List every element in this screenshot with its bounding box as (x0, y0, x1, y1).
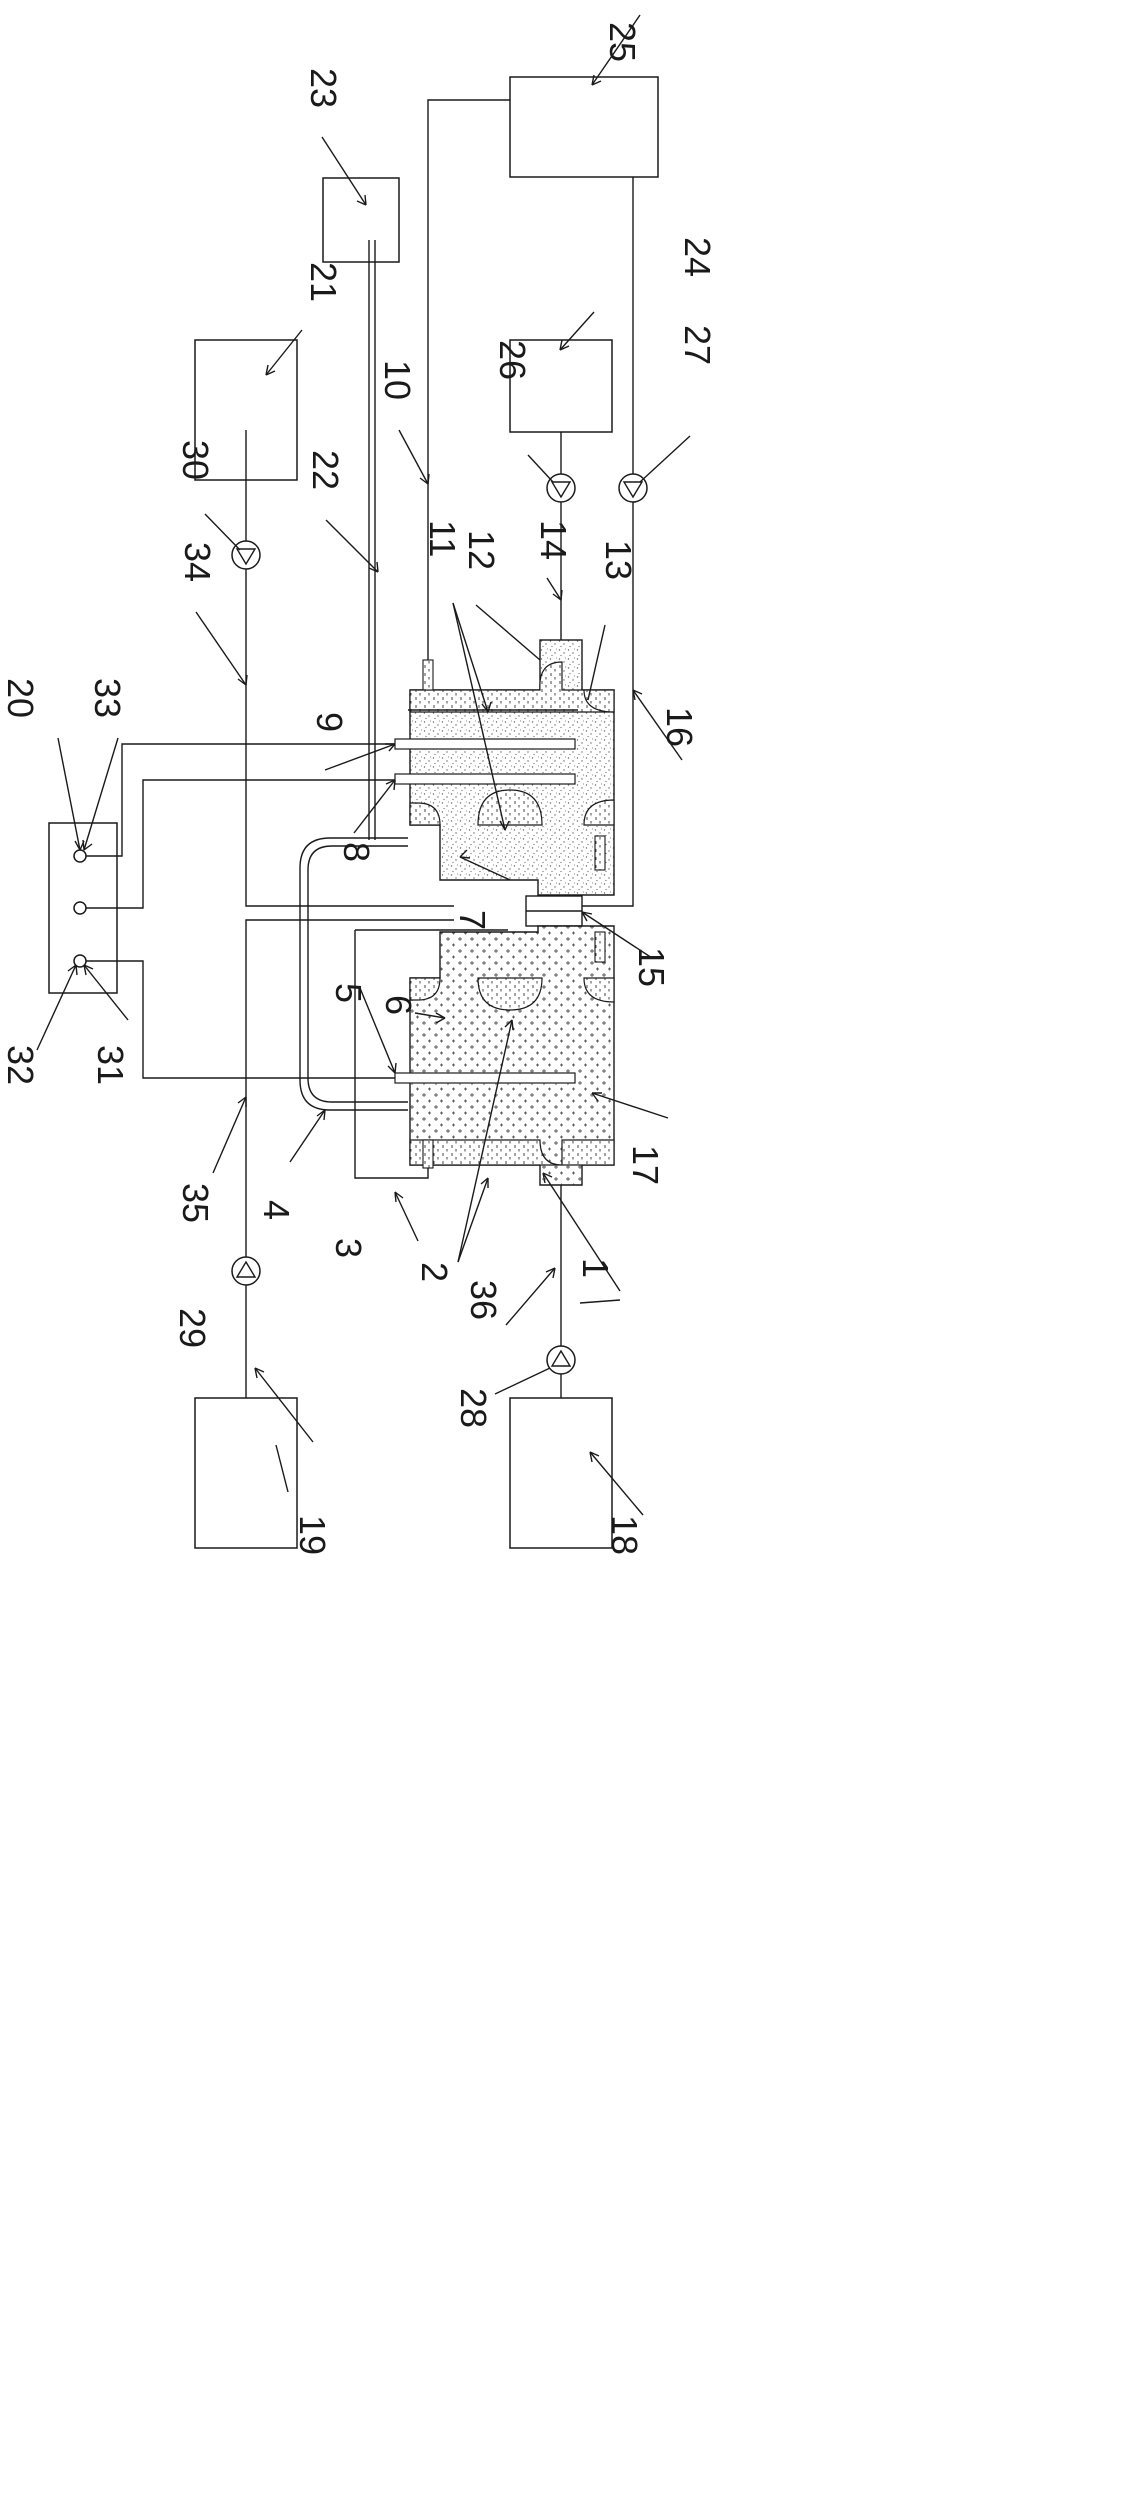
label-36: 36 (463, 1280, 504, 1320)
label-9: 9 (309, 712, 350, 732)
label-1: 1 (575, 1258, 616, 1278)
label-17: 17 (625, 1145, 666, 1185)
signal-31 (86, 960, 400, 1079)
pipe-10 (427, 99, 510, 690)
electrode-8 (394, 773, 576, 785)
pump-27-icon (618, 473, 648, 503)
baffle-11b (477, 789, 543, 826)
label-13: 13 (598, 540, 639, 580)
pipe-16 (582, 177, 634, 907)
label-25: 25 (602, 22, 643, 62)
label-32: 32 (0, 1045, 41, 1085)
tank-18 (509, 1397, 613, 1549)
label-34: 34 (177, 542, 218, 582)
nozzle-lower (594, 931, 606, 963)
electrode-5 (394, 1072, 576, 1084)
signal-32 (86, 779, 400, 909)
lower-wall-bottom (409, 1139, 615, 1166)
nozzle-3 (422, 1139, 434, 1169)
lower-cell (394, 925, 615, 1186)
label-15: 15 (631, 947, 672, 987)
baffle-2a (477, 977, 543, 1011)
baffle-11d (583, 689, 615, 713)
upper-wall-top (409, 661, 615, 713)
tank-25 (509, 76, 659, 178)
baffle-11c (583, 799, 615, 826)
pump-26-icon (546, 473, 576, 503)
label-29: 29 (172, 1308, 213, 1348)
port-33-icon (73, 849, 87, 863)
pump-29-icon (231, 1256, 261, 1286)
label-6: 6 (378, 995, 419, 1015)
tank-23 (322, 177, 400, 263)
labels: 25 23 21 24 10 22 26 27 30 34 11 12 14 1… (0, 22, 713, 1555)
label-28: 28 (453, 1388, 494, 1428)
label-12: 12 (461, 530, 502, 570)
pump-28-icon (546, 1345, 576, 1375)
tank-24 (509, 339, 613, 433)
tank-19 (194, 1397, 298, 1549)
nozzle-upper (594, 835, 606, 871)
label-24: 24 (677, 237, 713, 277)
u-tube-4-inner (307, 845, 408, 1103)
label-21: 21 (303, 262, 344, 302)
upper-cell (394, 639, 615, 896)
label-7: 7 (452, 910, 493, 930)
pipe-34 (245, 430, 454, 907)
label-11: 11 (422, 520, 463, 557)
label-19: 19 (292, 1515, 333, 1555)
label-2: 2 (414, 1262, 455, 1282)
label-5: 5 (328, 983, 369, 1003)
label-10: 10 (377, 360, 418, 400)
u-tube-4-outer (299, 837, 408, 1111)
port-32-icon (73, 901, 87, 915)
label-18: 18 (604, 1515, 645, 1555)
baffle-11a (409, 802, 441, 826)
pipe-35 (245, 919, 454, 1398)
label-8: 8 (336, 842, 377, 862)
label-26: 26 (492, 340, 533, 380)
patent-schematic: 25 23 21 24 10 22 26 27 30 34 11 12 14 1… (0, 14, 713, 1555)
label-31: 31 (90, 1045, 131, 1085)
label-33: 33 (87, 678, 128, 718)
label-3: 3 (328, 1238, 369, 1258)
label-14: 14 (533, 520, 574, 560)
label-23: 23 (303, 68, 344, 108)
label-4: 4 (256, 1200, 297, 1220)
lower-wall-left (409, 977, 441, 1001)
label-20: 20 (0, 678, 41, 718)
label-35: 35 (175, 1183, 216, 1223)
label-30: 30 (175, 440, 216, 480)
label-16: 16 (659, 707, 700, 747)
label-27: 27 (677, 325, 713, 365)
nozzle-10 (422, 659, 434, 691)
baffle-2b (583, 977, 615, 1003)
leader-lines (36, 14, 691, 1516)
label-22: 22 (305, 450, 346, 490)
signal-33 (86, 743, 400, 857)
